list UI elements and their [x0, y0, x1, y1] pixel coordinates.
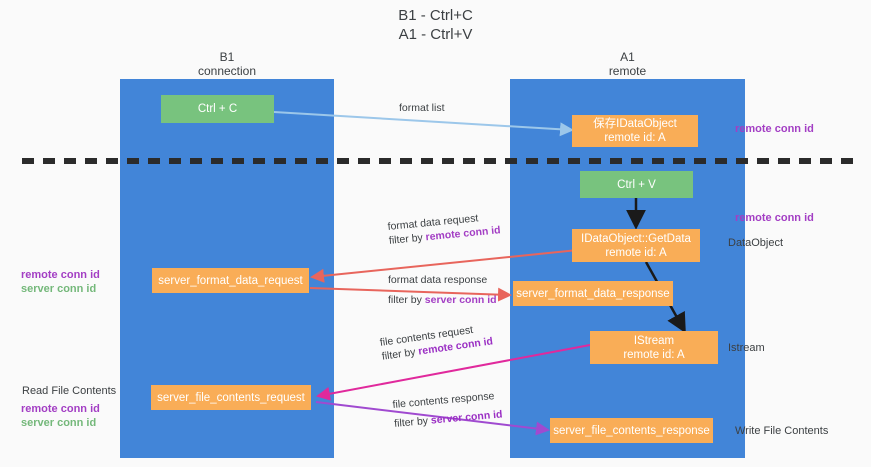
edge-label-format-data-response-filter-prefix: filter by	[388, 294, 425, 306]
node-ctrl-c-label: Ctrl + C	[197, 103, 238, 115]
column-header-b1-line1: B1	[219, 50, 235, 64]
node-server-format-data-response-label: server_format_data_response	[516, 287, 670, 300]
edge-label-file-contents-response-filter: filter by server conn id	[394, 407, 503, 430]
node-save-idataobject[interactable]: 保存IDataObject remote id: A	[572, 115, 698, 147]
column-header-a1-line1: A1	[620, 50, 635, 64]
node-server-format-data-response[interactable]: server_format_data_response	[513, 281, 673, 306]
diagram-title: B1 - Ctrl+C A1 - Ctrl+V	[0, 6, 871, 44]
edge-label-format-data-response: format data response filter by server co…	[388, 273, 497, 307]
edge-label-file-contents-response-filter-prefix: filter by	[393, 414, 432, 430]
node-idataobject-getdata-line1: IDataObject::GetData	[581, 232, 691, 245]
node-server-file-contents-request[interactable]: server_file_contents_request	[151, 385, 311, 410]
node-istream-line2: remote id: A	[623, 348, 685, 361]
diagram-title-line1: B1 - Ctrl+C	[398, 7, 473, 24]
note-left-server-conn-id: server conn id	[21, 283, 97, 295]
note-left-server-conn-id-2: server conn id	[21, 417, 97, 429]
node-ctrl-v[interactable]: Ctrl + V	[580, 171, 693, 198]
note-remote-conn-id-mid: remote conn id	[735, 212, 814, 224]
node-idataobject-getdata[interactable]: IDataObject::GetData remote id: A	[572, 229, 700, 262]
edge-label-format-data-response-filter: filter by server conn id	[388, 293, 497, 307]
node-ctrl-v-label: Ctrl + V	[617, 178, 656, 191]
node-server-format-data-request-label: server_format_data_request	[158, 274, 303, 287]
edge-label-format-data-request: format data request filter by remote con…	[387, 209, 501, 248]
note-left-remote-conn-id: remote conn id	[21, 269, 100, 281]
edge-label-file-contents-response-filter-key: server conn id	[430, 408, 503, 427]
note-left-remote-conn-id-2: remote conn id	[21, 403, 100, 415]
node-ctrl-c[interactable]: Ctrl + C	[161, 95, 274, 123]
edge-label-file-contents-request-filter-prefix: filter by	[381, 345, 420, 363]
diagram-title-line2: A1 - Ctrl+V	[398, 26, 473, 43]
column-header-b1: B1 connection	[120, 50, 334, 78]
node-server-file-contents-request-label: server_file_contents_request	[157, 391, 305, 404]
node-istream-line1: IStream	[633, 334, 675, 347]
edge-label-format-data-request-filter-prefix: filter by	[388, 231, 427, 247]
note-remote-conn-id-top: remote conn id	[735, 123, 814, 135]
edge-label-file-contents-response: file contents response filter by server …	[392, 389, 503, 431]
edge-label-format-data-response-line1: format data response	[388, 274, 488, 286]
edge-label-file-contents-request: file contents request filter by remote c…	[379, 320, 494, 363]
note-write-file-contents: Write File Contents	[735, 425, 829, 437]
node-idataobject-getdata-line2: remote id: A	[605, 246, 667, 259]
note-dataobject: DataObject	[728, 237, 784, 249]
note-read-file-contents: Read File Contents	[22, 385, 117, 397]
column-header-a1-line2: remote	[608, 64, 647, 78]
column-header-b1-line2: connection	[197, 64, 257, 78]
node-server-file-contents-response[interactable]: server_file_contents_response	[550, 418, 713, 443]
edge-label-format-data-response-filter-key: server conn id	[424, 294, 497, 306]
edge-label-format-list: format list	[399, 102, 445, 114]
column-header-a1: A1 remote	[510, 50, 745, 78]
node-save-idataobject-line2: remote id: A	[604, 132, 666, 144]
note-istream: Istream	[728, 342, 765, 354]
node-server-format-data-request[interactable]: server_format_data_request	[152, 268, 309, 293]
node-save-idataobject-line1: 保存IDataObject	[593, 118, 677, 130]
node-server-file-contents-response-label: server_file_contents_response	[553, 424, 710, 437]
node-istream[interactable]: IStream remote id: A	[590, 331, 718, 364]
